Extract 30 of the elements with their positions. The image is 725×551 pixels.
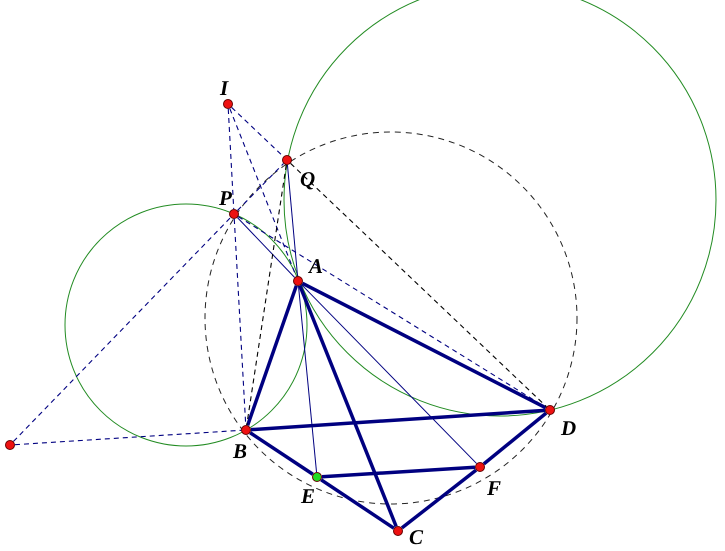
line-segment [290,163,547,407]
point [5,440,15,450]
line-segment [298,284,398,528]
line-segment [482,412,548,466]
point-label: A [309,256,324,277]
line-segment [320,478,395,530]
point-label: E [301,486,316,507]
line-segment [236,217,296,278]
line-segment [286,164,298,277]
line-segment [322,466,476,478]
line-segment [246,285,298,426]
point-label: P [219,188,232,209]
line-segment [400,468,478,530]
point-label: F [487,478,502,499]
point-label: C [409,527,424,548]
line-segment [228,108,234,210]
line-segment [249,431,314,476]
line-segment [246,164,287,426]
line-segment [302,282,546,410]
point-label: Q [300,169,316,190]
line-segment [298,285,318,473]
line-segment [301,284,477,464]
line-segment [14,430,242,446]
line-segment [250,408,546,432]
line-segment [237,163,284,211]
line-segment [231,107,284,157]
point-label: B [233,441,248,462]
point-label: D [561,418,576,439]
line-segment [13,217,231,442]
point-label: I [220,78,228,99]
